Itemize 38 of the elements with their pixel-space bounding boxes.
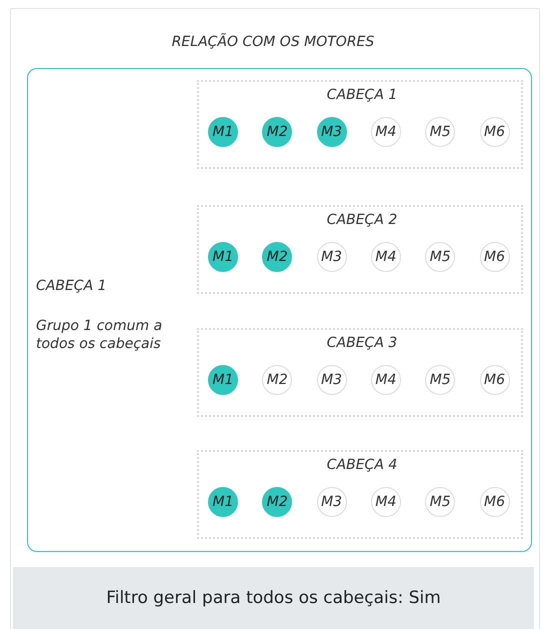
motor-indicator: M3: [316, 365, 347, 395]
motor-indicator: M4: [370, 365, 401, 395]
motor-indicator: M2: [262, 487, 292, 517]
panel-heading: CABEÇA 3: [326, 335, 398, 351]
head-panel: [197, 205, 523, 294]
motor-indicator: M2: [262, 242, 292, 272]
group-description: Grupo 1 comum a todos os cabeçais: [36, 317, 164, 353]
diagram-title: RELAÇÃO COM OS MOTORES: [170, 34, 376, 50]
head-panel: [197, 328, 523, 417]
motor-indicator: M6: [480, 117, 510, 147]
panel-heading: CABEÇA 4: [326, 457, 398, 473]
motor-indicator: M4: [370, 242, 401, 272]
motor-indicator: M1: [208, 365, 238, 395]
motor-indicator: M4: [370, 117, 401, 147]
group-heading: CABEÇA 1: [36, 277, 108, 295]
status-bar: [13, 567, 534, 629]
motor-indicator: M5: [425, 242, 456, 272]
motor-indicator: M6: [480, 487, 510, 517]
panel-heading: CABEÇA 1: [326, 87, 398, 103]
motor-indicator: M5: [425, 117, 456, 147]
status-text: Filtro geral para todos os cabeçais: Sim: [106, 588, 441, 608]
motor-indicator: M6: [480, 365, 510, 395]
head-panel: [197, 450, 523, 539]
motor-indicator: M3: [316, 487, 347, 517]
motor-indicator: M5: [425, 365, 456, 395]
motor-indicator: M5: [425, 487, 456, 517]
motor-indicator: M2: [262, 117, 292, 147]
motor-indicator: M2: [262, 365, 292, 395]
motor-indicator: M1: [208, 117, 238, 147]
group-card: [27, 68, 532, 552]
head-panel: [197, 80, 523, 169]
motor-indicator: M3: [316, 242, 347, 272]
motor-indicator: M4: [370, 487, 401, 517]
motor-indicator: M1: [208, 487, 238, 517]
motor-indicator: M1: [208, 242, 238, 272]
motor-indicator: M6: [480, 242, 510, 272]
motor-indicator: M3: [316, 117, 347, 147]
panel-heading: CABEÇA 2: [326, 212, 398, 228]
